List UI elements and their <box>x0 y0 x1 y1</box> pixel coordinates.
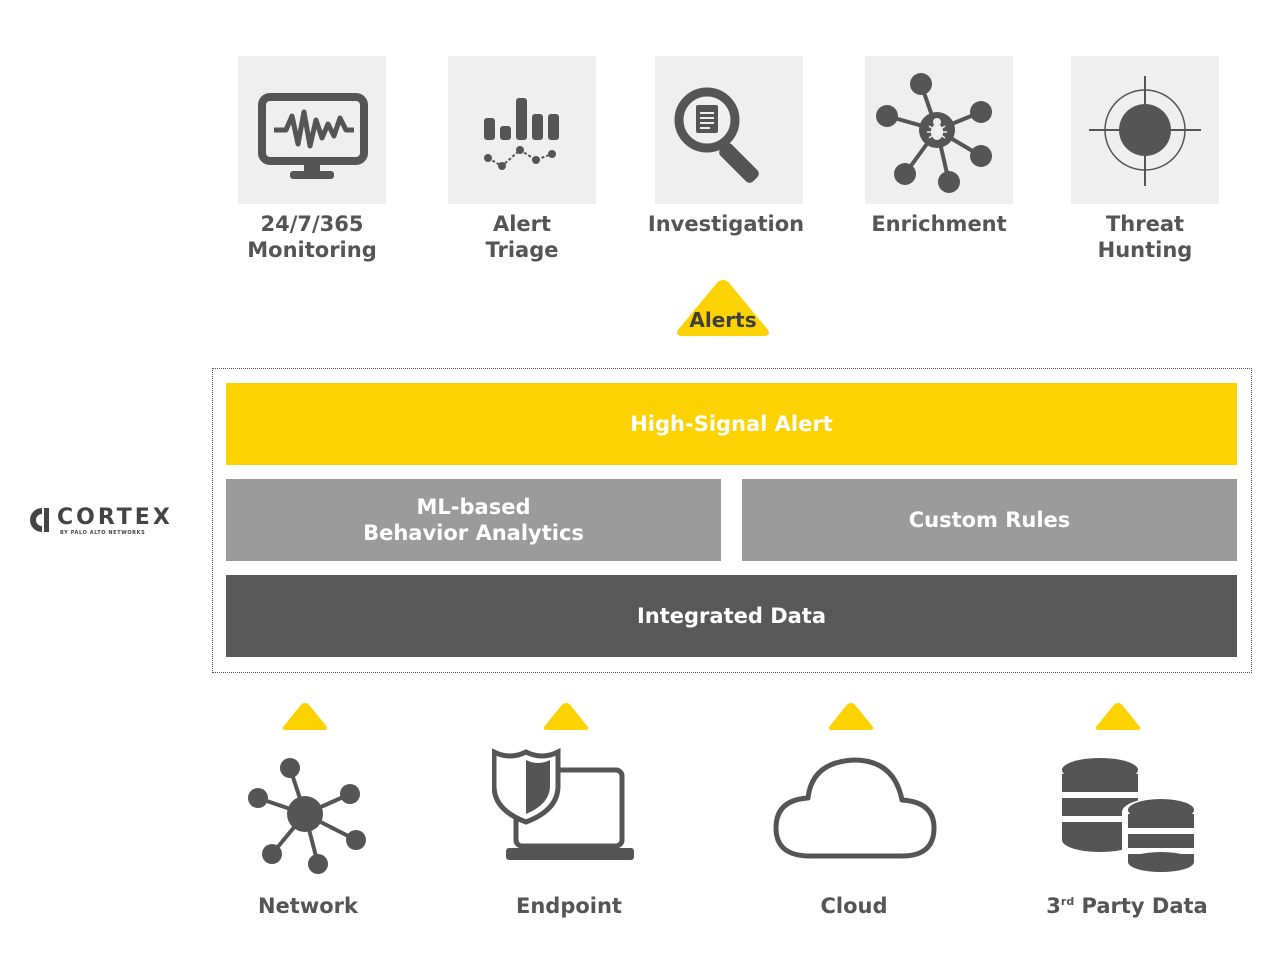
source-label-cloud: Cloud <box>820 894 888 918</box>
label-superscript: rd <box>1060 895 1075 908</box>
service-label-line: 24/7/365 <box>260 212 364 236</box>
tile-enrichment <box>865 56 1013 204</box>
service-label-threat-hunting: Threat Hunting <box>1035 211 1255 263</box>
alerts-triangle <box>677 280 769 336</box>
layer-label: High-Signal Alert <box>630 412 833 436</box>
service-label-line: Threat <box>1105 212 1185 236</box>
bug-network-icon <box>876 73 992 193</box>
cortex-logo <box>30 508 49 532</box>
monitor-pulse-icon <box>258 93 368 179</box>
service-label-investigation: Investigation <box>616 211 836 237</box>
database-icon <box>1062 758 1198 872</box>
bar-chart-icon <box>484 98 559 170</box>
service-label-enrichment: Enrichment <box>829 211 1049 237</box>
service-label-monitoring: 24/7/365 Monitoring <box>202 211 422 263</box>
tile-investigation <box>655 56 803 204</box>
service-label-alert-triage: Alert Triage <box>412 211 632 263</box>
layer-ml-analytics: ML-based Behavior Analytics <box>226 479 721 561</box>
source-arrow <box>1095 703 1141 730</box>
layer-label: Behavior Analytics <box>363 521 584 545</box>
service-label-line: Investigation <box>647 212 805 236</box>
tile-threat-hunting <box>1071 56 1219 204</box>
service-label-line: Hunting <box>1097 238 1193 262</box>
label-prefix: 3 <box>1046 894 1061 918</box>
source-arrow <box>543 703 589 730</box>
magnifier-document-icon <box>674 87 759 183</box>
layer-label: Integrated Data <box>636 604 827 628</box>
layer-integrated-data: Integrated Data <box>226 575 1237 657</box>
layer-label: Custom Rules <box>908 508 1071 532</box>
source-arrow <box>282 703 328 730</box>
laptop-shield-icon <box>492 748 634 860</box>
network-hub-icon <box>248 758 366 874</box>
cortex-frame <box>212 368 1252 673</box>
label-rest: Party Data <box>1074 894 1208 918</box>
layer-custom-rules: Custom Rules <box>742 479 1237 561</box>
service-label-line: Monitoring <box>247 238 377 262</box>
tile-monitoring <box>238 56 386 204</box>
service-label-line: Enrichment <box>871 212 1007 236</box>
cortex-wordmark: CORTEX <box>57 505 173 530</box>
tile-alert-triage <box>448 56 596 204</box>
alerts-label: Alerts <box>689 308 757 332</box>
source-arrow <box>828 703 874 730</box>
crosshair-icon <box>1089 76 1201 186</box>
layer-high-signal-alert: High-Signal Alert <box>226 383 1237 465</box>
source-label-network: Network <box>257 894 358 918</box>
source-label-endpoint: Endpoint <box>516 894 622 918</box>
service-label-line: Triage <box>485 238 559 262</box>
cloud-icon <box>773 757 937 859</box>
cortex-subtext: BY PALO ALTO NETWORKS <box>60 530 146 536</box>
service-label-line: Alert <box>492 212 552 236</box>
source-label-third-party-data: 3rd Party Data <box>1007 894 1247 918</box>
layer-label: ML-based <box>416 495 531 519</box>
